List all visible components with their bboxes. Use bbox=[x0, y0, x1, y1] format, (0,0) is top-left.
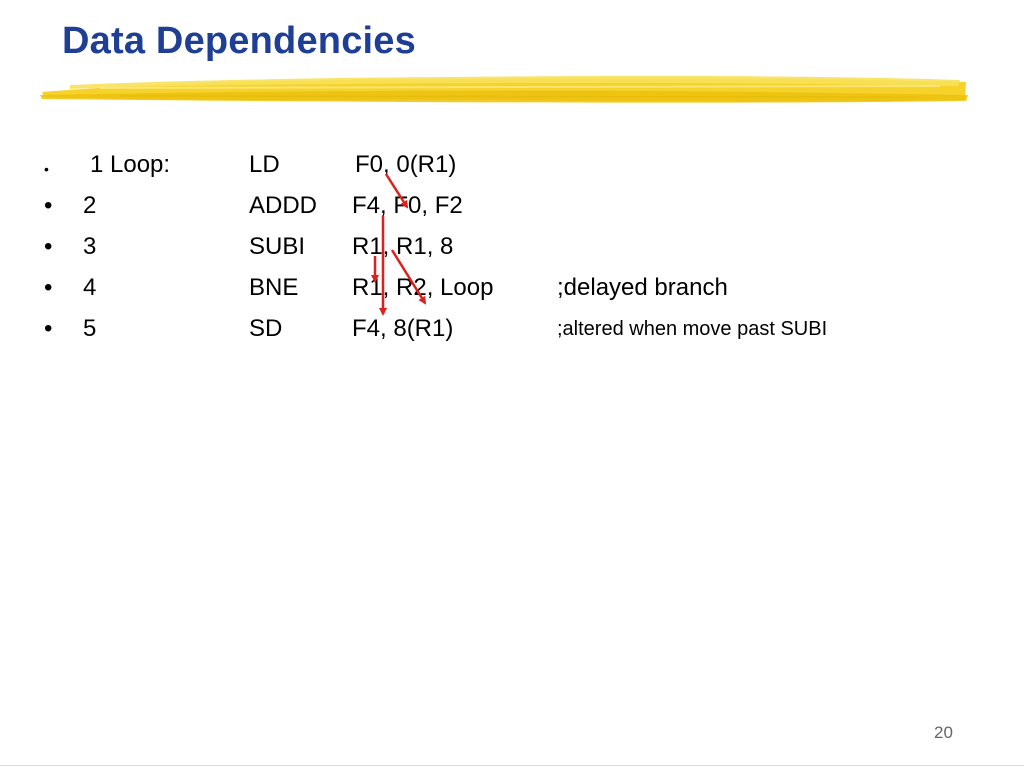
line-number: 2 bbox=[83, 192, 97, 219]
opcode: BNE bbox=[249, 274, 299, 301]
operands: R1, R2, Loop bbox=[352, 274, 494, 301]
instruction-row-5: • 5 SD F4, 8(R1) ;altered when move past… bbox=[0, 315, 1024, 355]
instruction-row-3: • 3 SUBI R1, R1, 8 bbox=[0, 233, 1024, 273]
bullet: • bbox=[44, 315, 53, 342]
instruction-row-4: • 4 BNE R1, R2, Loop ;delayed branch bbox=[0, 274, 1024, 314]
operands: F0, 0(R1) bbox=[355, 151, 457, 178]
instruction-row-1: • 1 Loop: LD F0, 0(R1) bbox=[0, 151, 1024, 191]
bullet: • bbox=[44, 192, 53, 219]
opcode: LD bbox=[249, 151, 280, 178]
line-number: 5 bbox=[83, 315, 97, 342]
line-number: 3 bbox=[83, 233, 97, 260]
title-highlight-stroke bbox=[40, 76, 968, 103]
comment: ;altered when move past SUBI bbox=[557, 318, 828, 340]
bullet: • bbox=[44, 233, 53, 260]
line-number: 1 Loop: bbox=[90, 151, 171, 178]
line-number: 4 bbox=[83, 274, 97, 301]
slide-title: Data Dependencies bbox=[62, 20, 416, 62]
operands: R1, R1, 8 bbox=[352, 233, 454, 260]
opcode: SUBI bbox=[249, 233, 306, 260]
bullet: • bbox=[44, 161, 49, 177]
operands: F4, F0, F2 bbox=[352, 192, 463, 219]
comment: ;delayed branch bbox=[557, 274, 728, 301]
instruction-row-2: • 2 ADDD F4, F0, F2 bbox=[0, 192, 1024, 232]
footer-divider bbox=[0, 765, 1024, 766]
operands: F4, 8(R1) bbox=[352, 315, 454, 342]
page-number: 20 bbox=[934, 723, 953, 742]
bullet: • bbox=[44, 274, 53, 301]
opcode: ADDD bbox=[249, 192, 318, 219]
opcode: SD bbox=[249, 315, 283, 342]
